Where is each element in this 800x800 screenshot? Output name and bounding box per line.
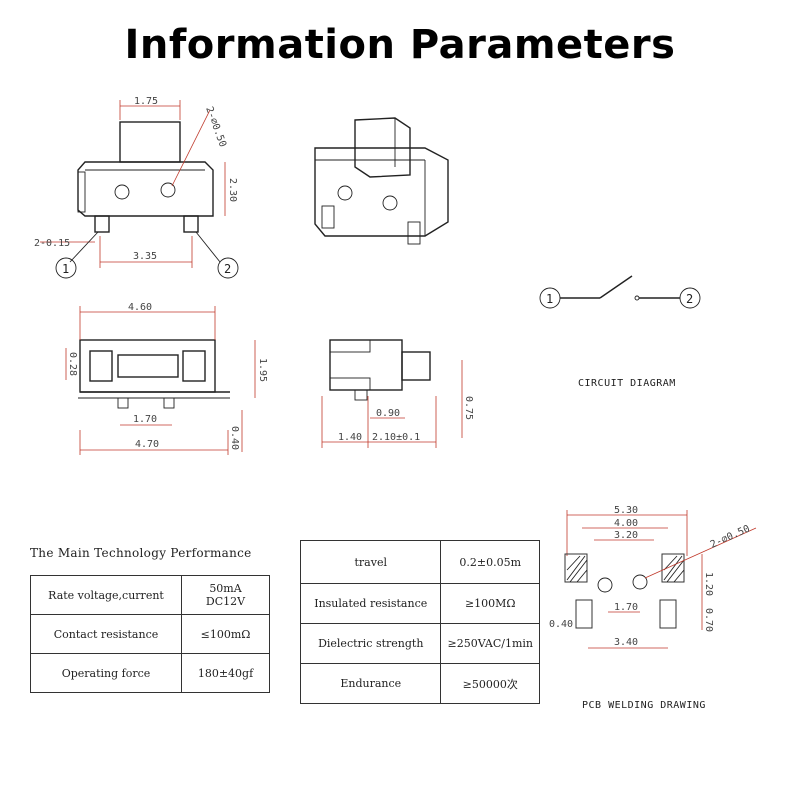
switch-lever xyxy=(599,275,633,299)
pcb-hole-left xyxy=(597,577,613,593)
table-row: travel 0.2±0.05m xyxy=(299,540,540,584)
side-body xyxy=(329,339,403,391)
dim-0.70: 0.70 xyxy=(703,608,714,632)
dim-0.40-pcb: 0.40 xyxy=(549,619,573,630)
param-value: ≤100mΩ xyxy=(181,614,270,654)
table-row: Dielectric strength ≥250VAC/1min xyxy=(299,623,540,664)
param-name: Dielectric strength xyxy=(299,623,442,664)
side-actuator xyxy=(401,351,431,381)
pin-2-marker xyxy=(217,257,239,279)
table-row: Rate voltage,current 50mA DC12V xyxy=(30,575,270,615)
dim-2.30: 2.30 xyxy=(227,178,238,202)
isometric-view xyxy=(314,117,449,245)
performance-table-left: Rate voltage,current 50mA DC12V Contact … xyxy=(30,575,270,693)
param-value: 50mA DC12V xyxy=(181,575,270,615)
param-name: Insulated resistance xyxy=(299,583,442,624)
dim-4.70: 4.70 xyxy=(135,439,159,450)
dim-3.35: 3.35 xyxy=(133,251,157,262)
dim-4.00: 4.00 xyxy=(614,518,638,529)
leg-left xyxy=(94,215,110,233)
circuit-diagram: 1 2 CIRCUIT DIAGRAM xyxy=(539,275,701,389)
pad-top-left xyxy=(564,553,588,583)
dim-3.20: 3.20 xyxy=(614,530,638,541)
table-row: Insulated resistance ≥100MΩ xyxy=(299,583,540,624)
pad-bottom-left xyxy=(575,599,593,629)
page-title: Information Parameters xyxy=(124,22,676,68)
dim-0.90: 0.90 xyxy=(376,408,400,419)
param-name: Contact resistance xyxy=(30,614,182,654)
table-row: Endurance ≥50000次 xyxy=(299,663,540,704)
actuator xyxy=(119,121,181,163)
svg-text:1: 1 xyxy=(62,262,69,276)
param-value: ≥250VAC/1min xyxy=(440,623,540,664)
front-window xyxy=(117,354,179,378)
dim-5.30: 5.30 xyxy=(614,505,638,516)
dim-0.40: 0.40 xyxy=(229,426,240,450)
dim-1.20: 1.20 xyxy=(703,572,714,596)
performance-table-right: travel 0.2±0.05m Insulated resistance ≥1… xyxy=(299,540,540,704)
svg-text:2: 2 xyxy=(224,262,231,276)
dim-1.40: 1.40 xyxy=(338,432,362,443)
hole-left xyxy=(114,184,130,200)
pcb-hole-right xyxy=(632,574,648,590)
dim-2-0.15: 2-0.15 xyxy=(34,238,70,249)
param-value: ≥100MΩ xyxy=(440,583,540,624)
pad-bottom-right xyxy=(659,599,677,629)
param-name: Endurance xyxy=(299,663,442,704)
top-view: 1.75 2-∅0.50 2.30 2-0.15 3.35 1 2 xyxy=(34,96,239,279)
dim-pcb-hole: 2-∅0.50 xyxy=(709,524,752,551)
dim-0.28: 0.28 xyxy=(67,352,78,376)
param-value: 0.2±0.05m xyxy=(440,540,540,584)
dim-1.70-pcb: 1.70 xyxy=(614,602,638,613)
circuit-label: CIRCUIT DIAGRAM xyxy=(578,378,676,389)
hole-right xyxy=(160,182,176,198)
pcb-label: PCB WELDING DRAWING xyxy=(582,700,706,711)
side-view: 0.90 1.40 2.10±0.1 0.75 xyxy=(321,339,474,448)
dim-1.70: 1.70 xyxy=(133,414,157,425)
iso-body xyxy=(314,147,449,237)
dim-3.40: 3.40 xyxy=(614,637,638,648)
table-row: Operating force 180±40gf xyxy=(30,653,270,693)
front-view: 4.60 0.28 1.95 1.70 4.70 0.40 xyxy=(65,302,268,455)
dim-hole-dia: 2-∅0.50 xyxy=(203,105,228,148)
dim-1.75: 1.75 xyxy=(134,96,158,107)
param-value: ≥50000次 xyxy=(440,663,540,704)
front-body xyxy=(79,339,216,393)
param-name: Rate voltage,current xyxy=(30,575,182,615)
param-name: travel xyxy=(299,540,442,584)
dim-4.60: 4.60 xyxy=(128,302,152,313)
pin-1-marker xyxy=(55,257,77,279)
performance-title: The Main Technology Performance xyxy=(30,546,252,560)
dim-1.95: 1.95 xyxy=(257,358,268,382)
dim-0.75: 0.75 xyxy=(463,396,474,420)
param-name: Operating force xyxy=(30,653,182,693)
pad-top-right xyxy=(661,553,685,583)
param-value: 180±40gf xyxy=(181,653,270,693)
svg-text:2: 2 xyxy=(686,292,693,306)
dim-2.10: 2.10±0.1 xyxy=(372,432,420,443)
pcb-drawing: 5.30 4.00 3.20 1.70 3.40 0.40 2-∅0.50 1.… xyxy=(549,505,757,711)
circuit-pin-2 xyxy=(679,287,701,309)
leg-right xyxy=(183,215,199,233)
table-row: Contact resistance ≤100mΩ xyxy=(30,614,270,654)
svg-text:1: 1 xyxy=(546,292,553,306)
